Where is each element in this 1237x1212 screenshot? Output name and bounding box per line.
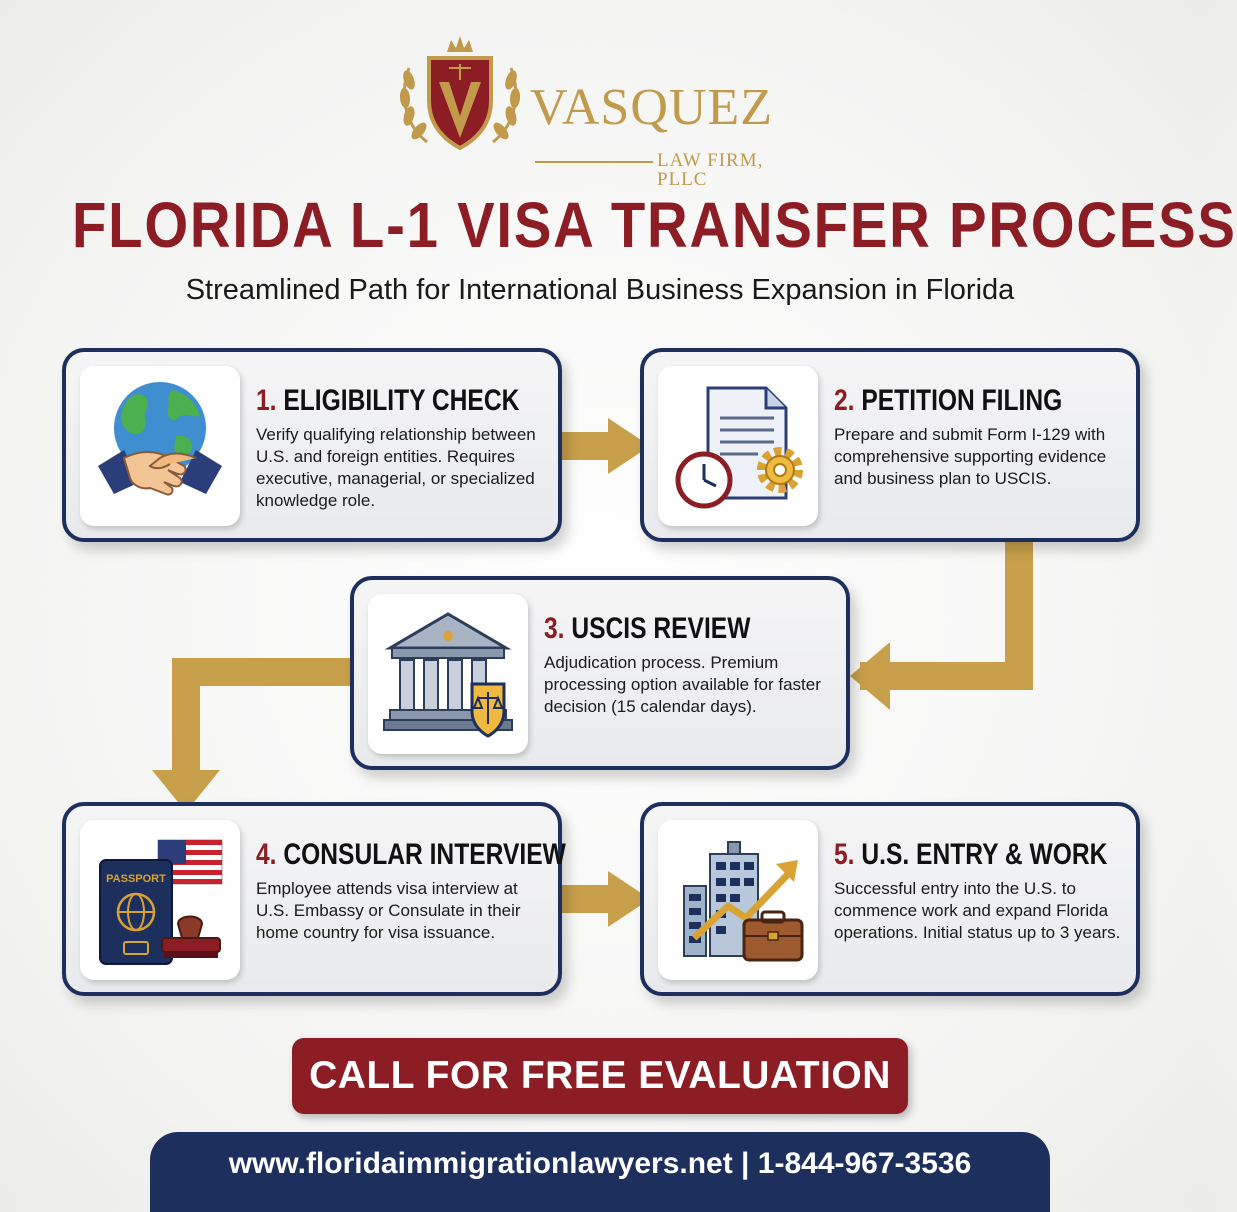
city-growth-briefcase-icon [683, 841, 804, 962]
step-card-petition: 2. PETITION FILING Prepare and submit Fo… [640, 348, 1140, 542]
flow-arrows [152, 418, 1033, 927]
courthouse-scales-icon [383, 612, 513, 738]
card-icon-box: PASSPORT [80, 820, 240, 980]
handshake-globe-icon [98, 382, 222, 496]
card-icon-box [658, 366, 818, 526]
arrow-step2-to-step3 [850, 538, 1033, 710]
step-title: 1. ELIGIBILITY CHECK [256, 384, 520, 417]
step-title: 5. U.S. ENTRY & WORK [834, 838, 1108, 871]
card-icon-box [658, 820, 818, 980]
passport-stamp-icon: PASSPORT [99, 839, 223, 965]
step-title: 4. CONSULAR INTERVIEW [256, 838, 566, 871]
cta-button[interactable]: CALL FOR FREE EVALUATION [292, 1038, 908, 1114]
step-title: 3. USCIS REVIEW [544, 612, 751, 645]
card-icon-box [80, 366, 240, 526]
law-firm-crest-icon [399, 36, 521, 151]
arrow-step1-to-step2 [556, 418, 650, 474]
contact-footer[interactable]: www.floridaimmigrationlawyers.net | 1-84… [150, 1132, 1050, 1212]
page-subtitle: Streamlined Path for International Busin… [185, 274, 1015, 306]
step-card-consular-interview: PASSPORT 4. CONSULAR INTERVIEW Employee … [62, 802, 566, 996]
step-title: 2. PETITION FILING [834, 384, 1063, 417]
document-clock-gear-icon [675, 386, 803, 509]
logo: VASQUEZ LAW FIRM, PLLC [395, 30, 815, 189]
step-description: Successful entry into the U.S. to commen… [834, 879, 1121, 942]
step-card-eligibility: 1. ELIGIBILITY CHECK Verify qualifying r… [62, 348, 562, 542]
arrow-step3-to-step4 [152, 658, 352, 812]
step-card-entry-work: 5. U.S. ENTRY & WORK Successful entry in… [640, 802, 1140, 996]
brand-name: VASQUEZ [530, 79, 773, 136]
arrow-step4-to-step5 [556, 871, 650, 927]
brand-subtitle: LAW FIRM, PLLC [657, 150, 764, 190]
passport-label: PASSPORT [106, 873, 166, 885]
step-description: Adjudication process. Premium processing… [544, 653, 821, 716]
step-description: Employee attends visa interview at U.S. … [256, 879, 521, 942]
step-card-uscis-review: 3. USCIS REVIEW Adjudication process. Pr… [350, 576, 850, 770]
step-description: Verify qualifying relationship between U… [256, 425, 536, 510]
brand-divider [535, 161, 653, 163]
step-description: Prepare and submit Form I-129 with compr… [834, 425, 1107, 488]
card-icon-box [368, 594, 528, 754]
page-title: FLORIDA L-1 VISA TRANSFER PROCESS [72, 189, 1237, 261]
